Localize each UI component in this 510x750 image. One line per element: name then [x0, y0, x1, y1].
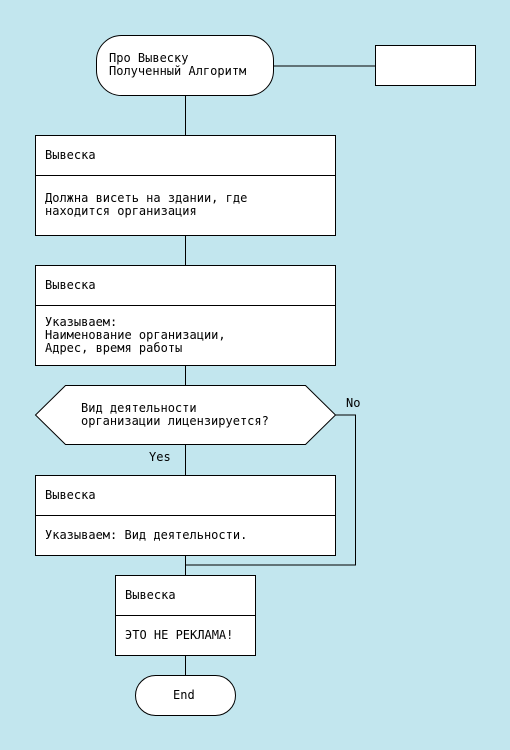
block1-title: Вывеска	[45, 148, 96, 162]
side-empty-box	[375, 45, 476, 86]
block2-line1: Указываем:	[45, 315, 118, 329]
block3-line1: Указываем: Вид деятельности.	[45, 528, 248, 542]
block4-title: Вывеска	[125, 588, 176, 602]
decision-no-label: No	[346, 396, 361, 410]
decision-line2: организации лицензируется?	[81, 414, 269, 428]
block1-line2: находится организация	[45, 204, 197, 218]
block2-line3: Адрес, время работы	[45, 341, 183, 355]
end-label: End	[173, 688, 195, 702]
decision-line1: Вид деятельности	[81, 401, 197, 415]
connector-decision-no-branch	[185, 414, 356, 566]
start-line2: Полученный Алгоритм	[109, 64, 247, 78]
connectors	[185, 65, 375, 675]
start-line1: Про Вывеску	[109, 51, 189, 65]
block4-line1: ЭТО НЕ РЕКЛАМА!	[125, 628, 234, 642]
end-terminator	[135, 675, 236, 716]
block2-title: Вывеска	[45, 278, 96, 292]
start-terminator	[96, 35, 274, 96]
decision-yes-label: Yes	[149, 450, 171, 464]
block3-title: Вывеска	[45, 488, 96, 502]
decision-shape	[34, 385, 337, 445]
block2-box	[35, 265, 336, 366]
block1-box	[35, 135, 336, 236]
block1-line1: Должна висеть на здании, где	[45, 191, 248, 205]
block2-line2: Наименование организации,	[45, 328, 226, 342]
